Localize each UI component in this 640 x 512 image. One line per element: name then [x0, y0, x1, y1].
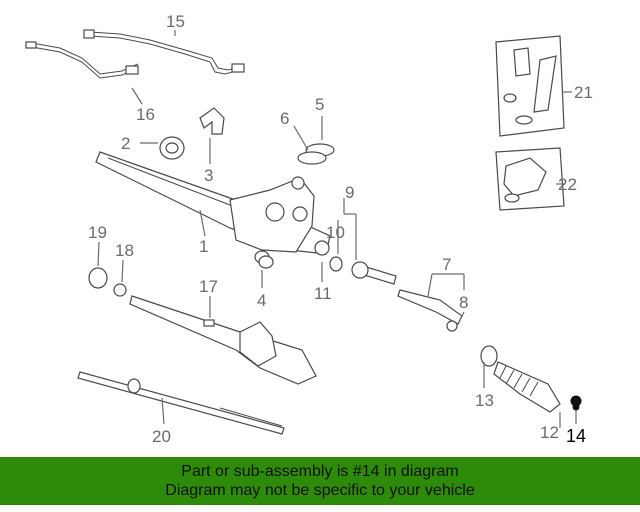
callout-21: 21	[574, 83, 593, 102]
callout-7: 7	[442, 255, 451, 274]
callout-19: 19	[88, 223, 107, 242]
bushing	[159, 136, 185, 160]
callout-labels: 15 16 2 3 6 5 1 4 9 10 11 7 8 19 18 17 2…	[88, 12, 593, 446]
rack-housing-cover	[129, 295, 317, 385]
notice-line-1: Part or sub-assembly is #14 in diagram	[181, 463, 459, 480]
callout-18: 18	[115, 241, 134, 260]
callout-14: 14	[566, 426, 586, 446]
steering-rack-housing	[95, 151, 331, 256]
pressure-lines	[25, 29, 245, 79]
part-14-clip	[570, 395, 582, 411]
grommet	[254, 250, 274, 269]
callout-6: 6	[280, 109, 289, 128]
callout-10: 10	[326, 223, 345, 242]
callout-9: 9	[345, 183, 354, 202]
callout-12: 12	[540, 423, 559, 442]
valve-seals	[297, 143, 335, 165]
parts-diagram: 15 16 2 3 6 5 1 4 9 10 11 7 8 19 18 17 2…	[25, 12, 593, 446]
callout-20: 20	[152, 427, 171, 446]
callout-13: 13	[475, 391, 494, 410]
valve-kit-box	[495, 35, 565, 137]
boot-clamp	[480, 345, 498, 367]
callout-11: 11	[314, 284, 332, 303]
fitment-notice-banner: Part or sub-assembly is #14 in diagram D…	[0, 457, 640, 505]
leader-lines	[97, 30, 577, 428]
steering-rack-bar	[77, 371, 285, 435]
callout-16: 16	[136, 105, 155, 124]
inner-tie-rod	[329, 256, 397, 285]
callout-15: 15	[166, 12, 185, 31]
rack-boot	[493, 361, 561, 413]
callout-4: 4	[257, 291, 266, 310]
rack-bushings	[88, 267, 127, 297]
tie-rod-end	[397, 289, 463, 332]
callout-3: 3	[204, 166, 213, 185]
callout-17: 17	[199, 277, 218, 296]
callout-1: 1	[199, 237, 208, 256]
callout-5: 5	[315, 95, 324, 114]
callout-2: 2	[121, 134, 130, 153]
callout-22: 22	[558, 175, 577, 194]
housing-kit-box	[495, 147, 565, 211]
notice-line-2: Diagram may not be specific to your vehi…	[165, 482, 475, 499]
mounting-bracket	[199, 107, 225, 135]
callout-8: 8	[459, 293, 468, 312]
